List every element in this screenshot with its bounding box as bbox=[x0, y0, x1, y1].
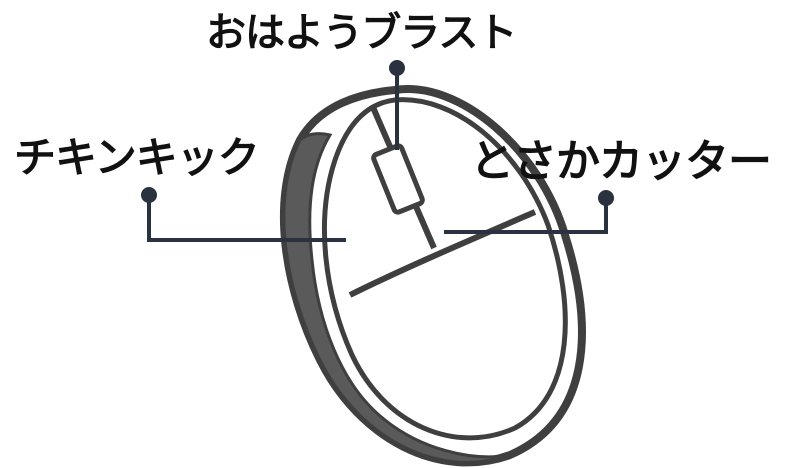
callout-label-left: チキンキック bbox=[14, 137, 259, 179]
callout-label-right: とさかカッター bbox=[470, 140, 771, 184]
callout-label-top: おはようブラスト bbox=[206, 13, 516, 53]
